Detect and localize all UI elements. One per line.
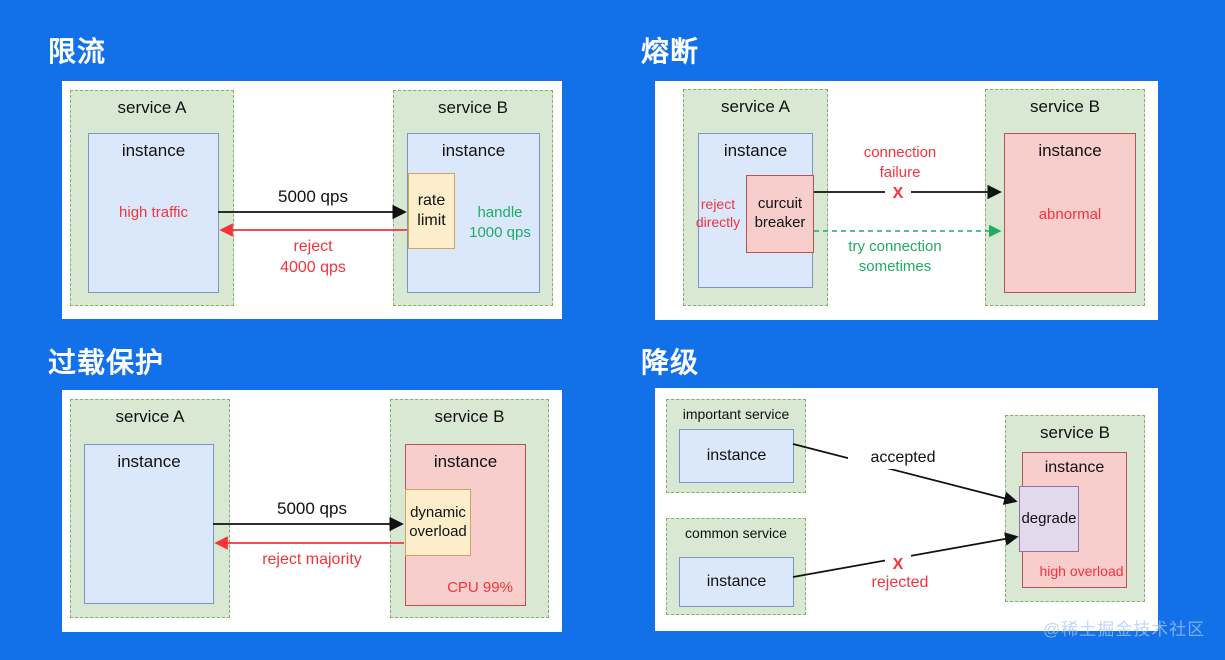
panel-overload-protection: service A instance service B instance CP… — [62, 390, 562, 632]
rate-limit-gate: rate limit — [408, 173, 455, 249]
instance-box: instance — [679, 557, 794, 607]
service-a-label: service A — [115, 407, 185, 426]
reject-majority-label: reject majority — [262, 551, 362, 568]
instance-label: instance — [723, 141, 788, 160]
instance-box: instance abnormal — [1004, 133, 1136, 293]
instance-label: instance — [117, 452, 181, 471]
degrade-gate: degrade — [1019, 486, 1079, 552]
reject-qps-label: reject 4000 qps — [280, 238, 346, 276]
high-traffic-note: high traffic — [119, 204, 188, 221]
circuit-breaker-box: curcuit breaker — [746, 175, 814, 253]
panel-circuit-breaking: service A instance reject directly curcu… — [655, 81, 1158, 320]
service-b-label: service B — [1030, 97, 1100, 116]
service-b-box: service B instance abnormal — [985, 89, 1145, 306]
site-watermark: @稀土掘金技术社区 — [1043, 620, 1206, 639]
title-rate-limiting: 限流 — [48, 36, 107, 67]
failure-x-mark: X — [885, 184, 911, 204]
instance-label: instance — [433, 452, 498, 471]
title-degradation: 降级 — [641, 347, 700, 378]
important-service-label: important service — [682, 406, 790, 422]
panel-degradation: important service instance common servic… — [655, 388, 1158, 631]
service-b-box: service B instance handle 1000 qps — [393, 90, 553, 306]
try-connection-label: try connection sometimes — [848, 238, 942, 275]
important-service-box: important service instance — [666, 399, 806, 493]
service-a-box: service A instance high traffic — [70, 90, 234, 306]
connection-failure-label: connection failure — [863, 144, 937, 181]
instance-box: instance — [679, 429, 794, 483]
request-qps-label: 5000 qps — [277, 499, 347, 518]
dynamic-overload-gate: dynamic overload — [405, 489, 471, 556]
request-qps-label: 5000 qps — [278, 187, 348, 206]
service-a-label: service A — [721, 97, 790, 116]
instance-box: instance high traffic — [88, 133, 219, 293]
cpu-note: CPU 99% — [447, 579, 513, 596]
instance-label: instance — [121, 141, 186, 160]
instance-label: instance — [1044, 459, 1105, 476]
instance-box: instance — [84, 444, 214, 604]
service-a-label: service A — [117, 98, 187, 117]
abnormal-note: abnormal — [1038, 206, 1102, 223]
instance-label: instance — [1038, 141, 1102, 160]
service-a-box: service A instance — [70, 399, 230, 618]
panel-rate-limiting: service A instance high traffic service … — [62, 81, 562, 319]
rejected-label: rejected — [871, 574, 929, 591]
service-b-label: service B — [1040, 423, 1110, 442]
title-circuit-breaking: 熔断 — [641, 36, 700, 67]
instance-label: instance — [441, 141, 506, 160]
high-overload-note: high overload — [1039, 562, 1124, 579]
handle-capacity-note: handle 1000 qps — [469, 204, 531, 241]
service-b-label: service B — [438, 98, 508, 117]
reject-directly-note: reject directly — [695, 196, 741, 231]
common-service-box: common service instance — [666, 518, 806, 615]
title-overload-protection: 过载保护 — [48, 347, 165, 378]
common-service-label: common service — [685, 525, 787, 541]
service-b-label: service B — [434, 407, 505, 426]
rejected-x-mark: X — [885, 555, 911, 575]
accepted-label: accepted — [848, 448, 958, 469]
